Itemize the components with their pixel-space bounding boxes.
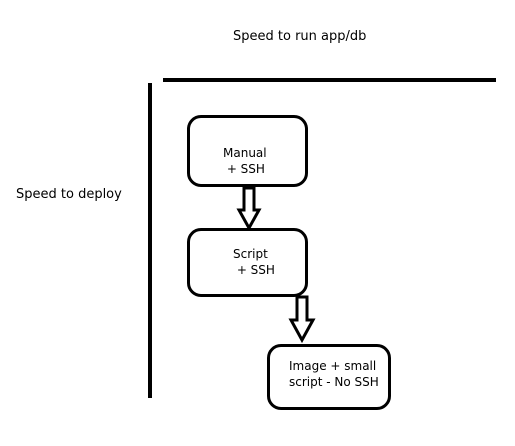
- script-ssh-box: Script + SSH: [187, 228, 308, 297]
- y-axis-label: Speed to deploy: [16, 187, 122, 202]
- box-line-1: Script: [233, 247, 268, 261]
- box-line-2: script - No SSH: [289, 375, 379, 389]
- box-line-2: + SSH: [223, 162, 265, 176]
- x-axis-label: Speed to run app/db: [233, 29, 367, 44]
- box-text: Script + SSH: [233, 246, 275, 278]
- manual-ssh-box: Manual + SSH: [187, 115, 308, 187]
- box-line-1: Image + small: [289, 359, 377, 373]
- box-line-1: Manual: [223, 146, 267, 160]
- arrow-manual-to-script: [236, 186, 262, 232]
- box-text: Manual + SSH: [223, 145, 267, 177]
- image-small-script-box: Image + small script - No SSH: [267, 344, 391, 410]
- box-line-2: + SSH: [233, 263, 275, 277]
- arrow-script-to-image: [288, 295, 316, 344]
- box-text: Image + small script - No SSH: [289, 358, 379, 390]
